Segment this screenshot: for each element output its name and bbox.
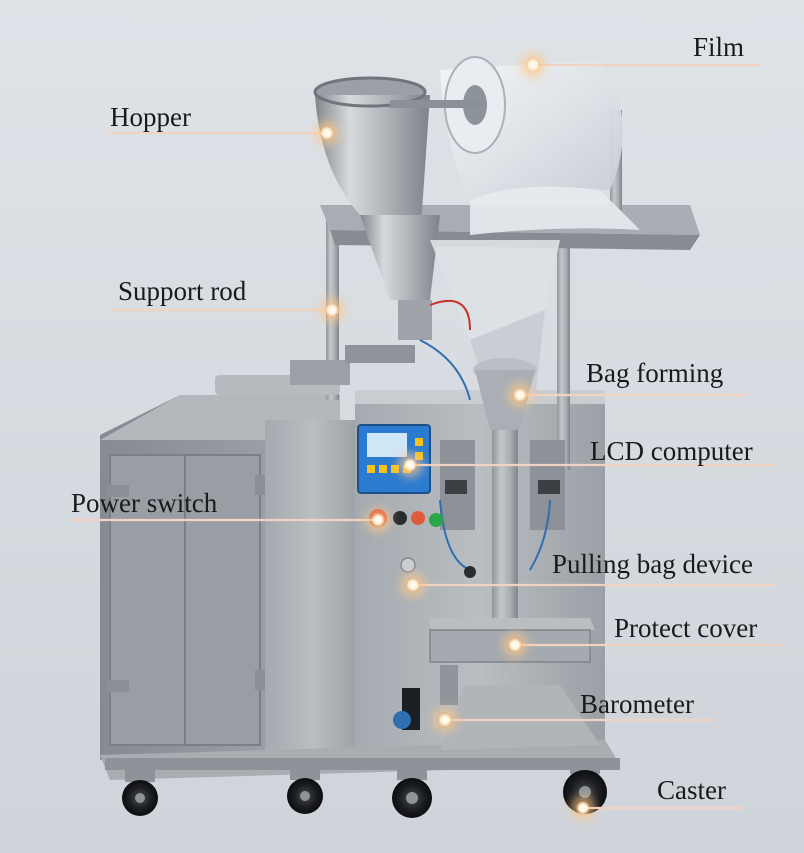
label-bag-forming: Bag forming [586, 358, 724, 388]
caster-4 [563, 762, 607, 814]
marker-caster [575, 800, 591, 816]
label-hopper: Hopper [110, 102, 191, 132]
marker-support-rod [324, 302, 340, 318]
label-lcd-computer: LCD computer [590, 436, 753, 466]
marker-power-switch [370, 512, 386, 528]
caster-1 [122, 770, 158, 816]
caster-2 [287, 768, 323, 814]
label-caster: Caster [657, 775, 726, 805]
caster-3 [392, 768, 432, 818]
machine-illustration [100, 56, 700, 818]
label-protect-cover: Protect cover [614, 613, 758, 643]
label-power-switch: Power switch [71, 488, 218, 518]
marker-pulling-bag-device [405, 577, 421, 593]
marker-barometer [437, 712, 453, 728]
marker-protect-cover [507, 637, 523, 653]
label-film: Film [693, 32, 745, 62]
label-barometer: Barometer [580, 689, 694, 719]
leader-lines [68, 63, 782, 810]
marker-hopper [319, 125, 335, 141]
label-support-rod: Support rod [118, 276, 247, 306]
marker-film [525, 57, 541, 73]
label-pulling-bag-device: Pulling bag device [552, 549, 753, 579]
marker-lcd-computer [402, 457, 418, 473]
marker-bag-forming [512, 387, 528, 403]
